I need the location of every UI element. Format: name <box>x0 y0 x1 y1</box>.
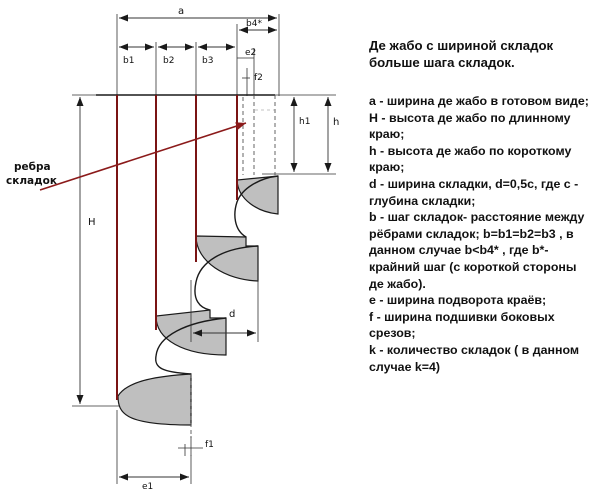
dimension-e1: e1 <box>116 410 192 492</box>
label-H: H <box>88 217 96 228</box>
dimension-a: a <box>116 6 280 96</box>
ribs-pointer: ребра складок <box>6 122 247 191</box>
label-e1: e1 <box>142 482 153 492</box>
dimension-e2: e2 <box>237 48 256 96</box>
label-d: d <box>229 309 235 320</box>
fold-lobe-4 <box>117 373 192 426</box>
label-b4: b4* <box>246 19 262 29</box>
label-a: a <box>178 6 184 17</box>
dimension-d: d <box>190 280 259 342</box>
legend-item-k: k - количество складок ( в данном случае… <box>369 342 580 374</box>
legend-item-a: a - ширина де жабо в готовом виде; <box>369 94 589 108</box>
dimension-h: h <box>312 94 339 175</box>
label-e2: e2 <box>245 48 256 58</box>
label-f1: f1 <box>205 440 214 450</box>
legend-list: a - ширина де жабо в готовом виде; H - в… <box>369 93 594 375</box>
description-title: Де жабо с шириной складок больше шага ск… <box>369 38 554 70</box>
dimension-f1: f1 <box>178 436 214 456</box>
legend-item-e: e - ширина подворота краёв; <box>369 293 547 308</box>
legend-item-h: h - высота де жабо по короткому краю; <box>369 143 572 175</box>
dimension-b4: b4* <box>236 19 277 96</box>
label-b3: b3 <box>202 56 213 66</box>
legend-item-d: d - ширина складки, d=0,5c, где с - глуб… <box>369 176 579 208</box>
legend-item-b: b - шаг складок- расстояние между рёбрам… <box>369 210 585 291</box>
dimension-b-steps: b1 b2 b3 <box>119 42 235 96</box>
ribs-label-line2: складок <box>6 175 57 187</box>
label-f2: f2 <box>254 73 263 83</box>
jabot-shape <box>96 94 279 438</box>
legend-item-H: H - высота де жабо по длинному краю; <box>369 110 571 142</box>
ribs-label-line1: ребра <box>14 161 51 173</box>
fold-lobe-2 <box>195 235 259 282</box>
dimension-h1: h1 <box>262 94 312 175</box>
legend-item-f: f - ширина подшивки боковых срезов; <box>369 309 555 341</box>
label-h1: h1 <box>299 117 310 127</box>
label-h: h <box>333 117 339 128</box>
dimension-H: H <box>72 94 120 407</box>
fold-lobe-1 <box>236 175 279 215</box>
jabot-diagram: a b4* b1 b2 b3 e2 f2 h1 <box>6 6 339 492</box>
label-b1: b1 <box>123 56 134 66</box>
label-b2: b2 <box>163 56 174 66</box>
dimension-f2: f2 <box>242 68 263 96</box>
